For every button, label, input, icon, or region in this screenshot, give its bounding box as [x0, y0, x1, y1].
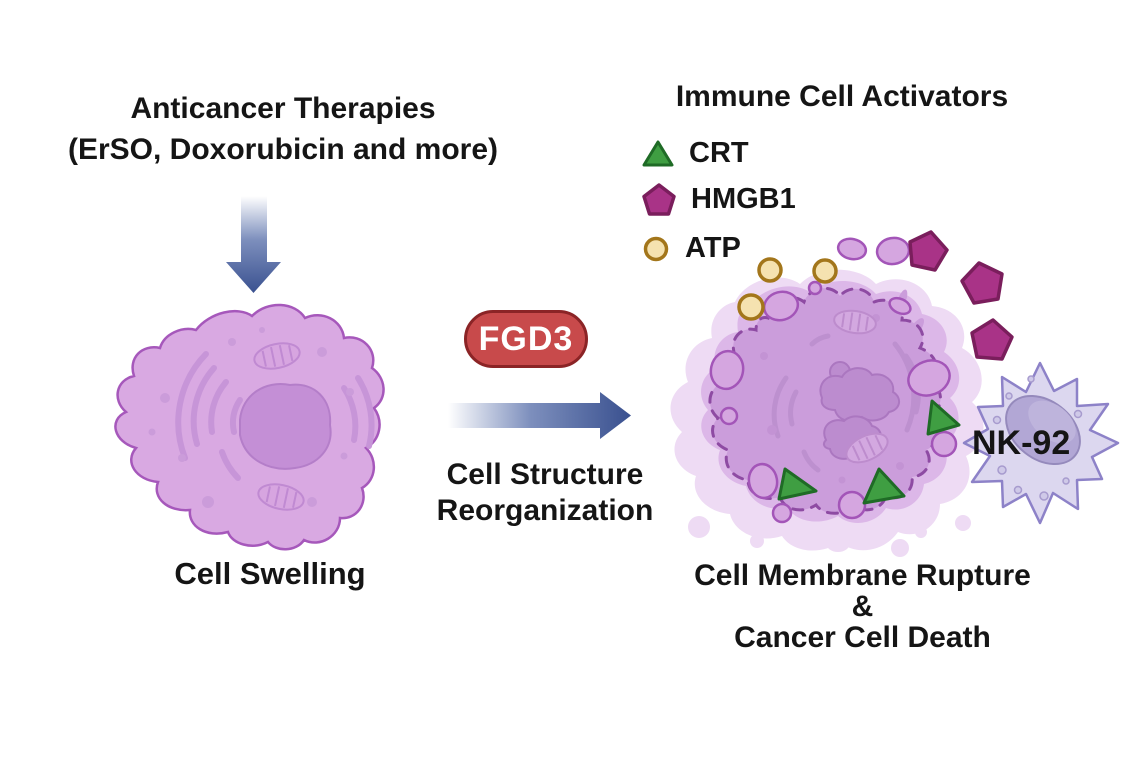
triangle-icon	[642, 140, 674, 167]
atp-circle	[812, 258, 838, 284]
anticancer-therapies-heading: Anticancer Therapies (ErSO, Doxorubicin …	[28, 88, 538, 170]
halo-droplets	[675, 439, 971, 557]
nucleus	[239, 383, 332, 470]
caption-line1: Cell Membrane Rupture	[694, 559, 1031, 592]
legend-label-hmgb1: HMGB1	[691, 183, 796, 215]
legend-item-atp: ATP	[642, 232, 741, 265]
crt-triangle	[862, 467, 906, 505]
process-line2: Reorganization	[436, 494, 654, 527]
cytoplasm-dots	[760, 314, 904, 484]
down-arrow	[226, 196, 281, 293]
fgd3-badge: FGD3	[464, 310, 588, 368]
cytoplasm-dots	[148, 327, 354, 508]
caption-line3: Cancer Cell Death	[734, 621, 991, 654]
mitochondrion-bottom	[845, 432, 889, 464]
membrane-blebs	[709, 236, 958, 524]
nk92-label: NK-92	[972, 424, 1071, 462]
nk92-cell	[962, 361, 1120, 525]
crt-triangles	[777, 399, 961, 505]
circle-icon	[643, 236, 669, 261]
mitochondrion-top	[833, 309, 877, 335]
hmgb1-pentagons	[908, 230, 1014, 361]
ruptured-cancer-cell	[670, 236, 984, 557]
immune-activator-legend: Immune Cell Activators CRT HMGB1 ATP	[636, 80, 1048, 285]
hmgb1-pentagon	[970, 318, 1014, 361]
heading-line2: (ErSO, Doxorubicin and more)	[67, 133, 499, 166]
caption-line2: &	[851, 590, 874, 623]
legend-label-atp: ATP	[685, 232, 741, 264]
swollen-cancer-cell	[114, 303, 385, 551]
heading-line1: Anticancer Therapies	[130, 92, 436, 125]
legend-item-hmgb1: HMGB1	[642, 183, 796, 216]
rupture-death-caption: Cell Membrane Rupture & Cancer Cell Deat…	[640, 560, 1085, 653]
legend-title: Immune Cell Activators	[675, 80, 1009, 113]
hmgb1-pentagon	[908, 230, 949, 272]
right-arrow	[448, 392, 631, 439]
nk92-nucleus-highlight	[1028, 400, 1076, 444]
nk92-granules	[992, 375, 1083, 501]
atp-circle	[737, 293, 765, 321]
crt-triangle	[926, 399, 961, 436]
mitochondrion-bottom	[257, 483, 305, 511]
atp-circles	[737, 257, 838, 321]
endoplasmic-reticulum	[175, 351, 375, 481]
cell-structure-label: Cell Structure Reorganization	[395, 457, 695, 529]
hmgb1-pentagon	[960, 261, 1004, 305]
pentagon-icon	[642, 183, 676, 216]
atp-circle	[757, 257, 783, 283]
process-line1: Cell Structure	[446, 458, 644, 491]
mitochondrion-top	[253, 342, 301, 370]
crt-triangle	[777, 467, 818, 501]
legend-label-crt: CRT	[689, 137, 749, 169]
legend-item-crt: CRT	[642, 137, 749, 170]
cell-swelling-label: Cell Swelling	[174, 556, 366, 591]
